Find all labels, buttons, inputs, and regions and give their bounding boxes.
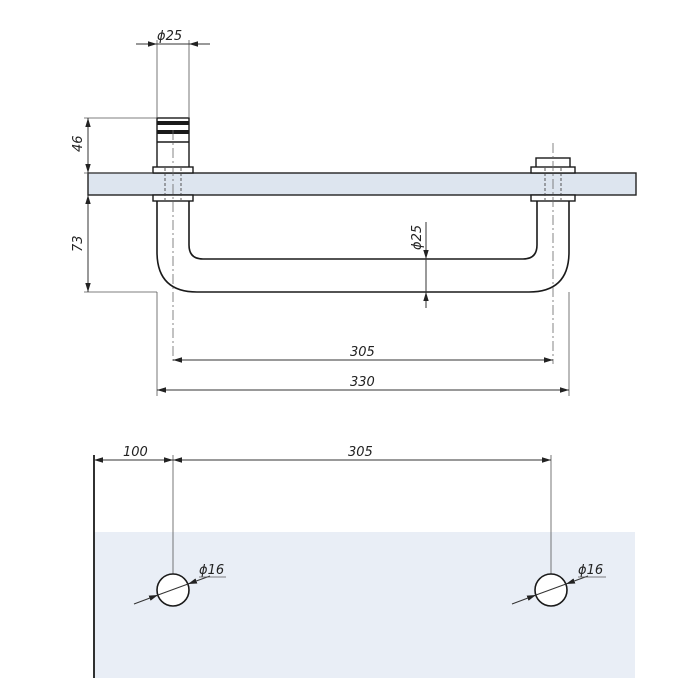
overall-length-label: 330 bbox=[350, 375, 375, 390]
height-below-label: 73 bbox=[71, 235, 86, 252]
top-diameter-dimension: ϕ25 bbox=[136, 29, 210, 118]
edge-offset-dimension: 100 bbox=[94, 445, 173, 463]
hidden-lines bbox=[164, 168, 562, 200]
edge-offset-label: 100 bbox=[123, 445, 148, 460]
hole-spacing-label: 305 bbox=[348, 445, 373, 460]
right-hole-diameter-label: ϕ16 bbox=[578, 563, 603, 578]
right-hole: ϕ16 bbox=[511, 563, 606, 607]
tube-diameter-label: ϕ25 bbox=[410, 225, 425, 250]
top-diameter-label: ϕ25 bbox=[157, 29, 182, 44]
side-view: ϕ25 46 73 ϕ25 305 bbox=[71, 29, 637, 396]
glass-plate bbox=[87, 172, 637, 196]
hole-spacing-dimension: 305 bbox=[173, 445, 551, 463]
left-hole: ϕ16 bbox=[133, 563, 226, 607]
overall-length-dimension: 330 bbox=[156, 292, 570, 396]
tube-diameter-dimension: ϕ25 bbox=[410, 222, 429, 308]
height-below-dimension: 73 bbox=[71, 195, 157, 293]
center-distance-dimension: 305 bbox=[173, 345, 553, 363]
left-hole-diameter-label: ϕ16 bbox=[199, 563, 224, 578]
drilling-view: 100 305 ϕ16 ϕ16 bbox=[93, 445, 635, 678]
center-distance-label: 305 bbox=[350, 345, 375, 360]
handle-inner-outline bbox=[188, 201, 538, 260]
height-above-dimension: 46 bbox=[71, 117, 157, 174]
handle-outer-outline bbox=[156, 201, 570, 293]
height-above-label: 46 bbox=[71, 135, 86, 152]
